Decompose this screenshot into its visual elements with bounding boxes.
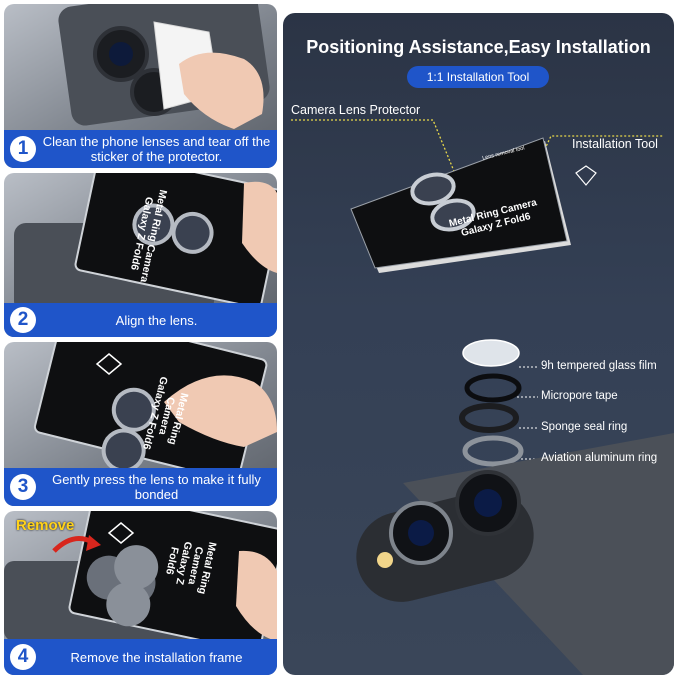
callout-lens-protector: Camera Lens Protector: [291, 103, 421, 117]
diamond-icon: [95, 353, 123, 375]
step-1-caption-bar: 1 Clean the phone lenses and tear off th…: [4, 130, 277, 168]
step-3-illustration: [33, 342, 277, 482]
step-1-illustration: [58, 4, 270, 129]
step-3-caption-bar: 3 Gently press the lens to make it fully…: [4, 468, 277, 506]
step-instruction: Align the lens.: [115, 312, 198, 328]
panel-title: Positioning Assistance,Easy Installation: [306, 37, 651, 57]
step-4-caption-bar: 4 Remove the installation frame: [4, 639, 277, 675]
layer-label-aluminum: Aviation aluminum ring: [541, 452, 658, 464]
diamond-icon: [575, 165, 597, 186]
layer-label-glass: 9h tempered glass film: [541, 360, 657, 372]
micropore-tape-layer: [464, 373, 522, 403]
step-number-badge: 1: [10, 136, 36, 162]
aluminum-ring-layer: [462, 435, 524, 467]
diamond-icon: [107, 522, 135, 544]
callout-installation-tool: Installation Tool: [572, 137, 658, 151]
step-2-caption-bar: 2 Align the lens.: [4, 303, 277, 337]
remove-label: Remove: [16, 517, 75, 534]
overview-illustration: [291, 119, 674, 675]
step-1-panel: 1 Clean the phone lenses and tear off th…: [4, 4, 277, 168]
step-number-badge: 2: [10, 307, 36, 333]
step-instruction: Clean the phone lenses and tear off the …: [42, 134, 271, 164]
layer-label-tape: Micropore tape: [541, 390, 618, 402]
sponge-seal-ring-layer: [459, 403, 519, 433]
installation-tool-card: [350, 137, 597, 273]
layer-label-sponge: Sponge seal ring: [541, 421, 628, 433]
step-4-panel: Remove Metal Ring Camera Galaxy Z Fold6 …: [4, 511, 277, 675]
step-number-badge: 3: [10, 474, 36, 500]
step-instruction: Remove the installation frame: [70, 649, 243, 665]
installation-overview-panel: Positioning Assistance,Easy Installation…: [283, 13, 674, 675]
flash-icon: [377, 552, 393, 568]
step-4-illustration: [4, 511, 277, 653]
tempered-glass-layer: [462, 339, 520, 367]
step-3-panel: Metal Ring Camera Galaxy Z Fold6 3 Gentl…: [4, 342, 277, 506]
installation-tool-badge: 1:1 Installation Tool: [407, 66, 549, 88]
step-2-panel: Metal Ring Camera Galaxy Z Fold6 2 Align…: [4, 173, 277, 337]
step-instruction: Gently press the lens to make it fully b…: [52, 472, 261, 502]
step-2-illustration: [14, 173, 277, 313]
step-number-badge: 4: [10, 644, 36, 670]
